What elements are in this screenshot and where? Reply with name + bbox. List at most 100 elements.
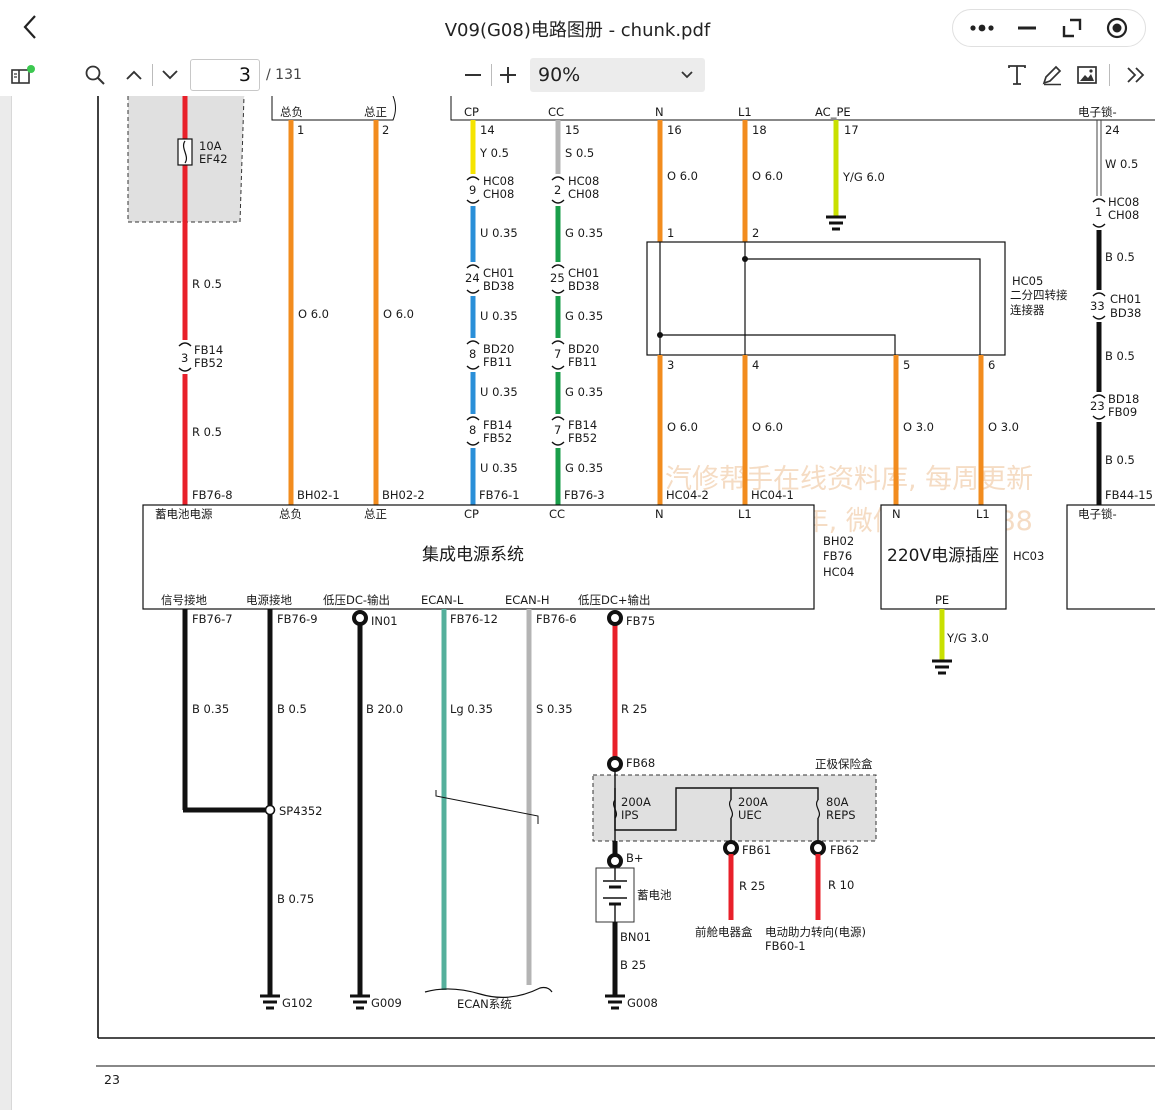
pin-number: 6	[988, 358, 995, 372]
connector-ref: BN01	[620, 930, 651, 944]
sidebar-toggle-button[interactable]	[6, 60, 38, 90]
chevron-down-icon	[681, 71, 693, 79]
pin-number: 3	[667, 358, 674, 372]
pin-number: 8	[469, 423, 476, 437]
minimize-button[interactable]	[1012, 13, 1042, 43]
connector-id: BH02	[823, 534, 854, 548]
ground-symbol	[260, 994, 280, 1010]
connector-id: FB14	[194, 343, 223, 357]
ground-id: G008	[627, 996, 658, 1010]
connector-id: BD38	[1110, 306, 1141, 320]
connector-ref: FB76-7	[192, 612, 233, 626]
pin-label: L1	[738, 105, 752, 119]
connector-id: HC08	[568, 174, 599, 188]
image-tool-icon	[1077, 66, 1097, 84]
connector-id: HC03	[1013, 549, 1044, 563]
double-chevron-right-icon	[1127, 67, 1145, 83]
zoom-value: 90%	[538, 64, 581, 86]
connector-ref: BH02-2	[382, 488, 425, 502]
wire-label: Y 0.5	[479, 146, 509, 160]
wire-label: O 6.0	[752, 169, 783, 183]
connector-id: CH01	[568, 266, 599, 280]
pin-label: 低压DC-输出	[323, 593, 390, 607]
ground-symbol	[932, 659, 952, 675]
chevron-left-icon	[23, 15, 36, 39]
pen-tool-button[interactable]	[1038, 60, 1066, 90]
splice-point	[264, 804, 276, 816]
splice-id: SP4352	[279, 804, 323, 818]
pin-number: 4	[752, 358, 759, 372]
ground-symbol	[826, 215, 846, 231]
connector-ref: FB75	[626, 614, 655, 628]
connector-id: HC04	[823, 565, 854, 579]
page-number: 23	[104, 1072, 120, 1087]
wire-label: G 0.35	[565, 385, 603, 399]
title-bar: V09(G08)电路图册 - chunk.pdf	[0, 0, 1155, 55]
previous-page-button[interactable]	[120, 60, 148, 90]
pin-label: AC_PE	[815, 105, 851, 119]
wire-label: U 0.35	[480, 385, 518, 399]
page-number-input[interactable]	[190, 59, 260, 91]
connector-id: FB76	[823, 549, 852, 563]
connector-ref: HC04-1	[751, 488, 794, 502]
more-button[interactable]	[967, 13, 997, 43]
wire-label: Lg 0.35	[450, 702, 493, 716]
chevron-down-icon	[162, 70, 178, 80]
more-tools-button[interactable]	[1122, 60, 1150, 90]
zoom-in-button[interactable]	[494, 60, 522, 90]
connector-bracket	[271, 96, 396, 121]
connector-id: FB52	[483, 431, 512, 445]
ground-symbol	[605, 994, 625, 1010]
search-button[interactable]	[80, 60, 110, 90]
zoom-select[interactable]: 90%	[530, 58, 705, 92]
fuse-id: UEC	[738, 808, 762, 822]
pin-label: N	[655, 105, 664, 119]
connector-id: CH01	[1110, 292, 1141, 306]
fuse-element	[612, 799, 618, 819]
target-label: 电动助力转向(电源)	[765, 925, 866, 939]
circuit-diagram: 23 汽修帮手在线资料库, 每周更新 会员仅168/年, 微信qxbs1888 …	[96, 96, 1155, 1087]
pin-number: 18	[752, 123, 767, 137]
hc05-connector	[646, 241, 1006, 356]
fuse-id: REPS	[826, 808, 856, 822]
next-page-button[interactable]	[156, 60, 184, 90]
wire-label: O 6.0	[667, 169, 698, 183]
wire-label: W 0.5	[1105, 157, 1138, 171]
pin-label: 低压DC+输出	[578, 593, 651, 607]
zoom-out-button[interactable]	[459, 60, 487, 90]
pin-number: 7	[554, 347, 561, 361]
pin-label: 总正	[364, 507, 387, 521]
back-button[interactable]	[14, 10, 46, 44]
status-dot	[27, 65, 35, 73]
connector-id: BD18	[1108, 392, 1139, 406]
terminal	[352, 610, 368, 626]
wire-label: B 0.5	[1105, 349, 1135, 363]
connector-id: BD20	[483, 342, 514, 356]
restore-button[interactable]	[1057, 13, 1087, 43]
text-tool-button[interactable]	[1003, 60, 1031, 90]
connector-id: HC05	[1012, 274, 1043, 288]
lock-module	[1066, 504, 1155, 610]
wire-label: B 0.5	[277, 702, 307, 716]
wire-label: Y/G 3.0	[946, 631, 989, 645]
wire-label: O 6.0	[298, 307, 329, 321]
watermark-text: 汽修帮手在线资料库, 每周更新	[665, 464, 1033, 495]
wire-label: O 6.0	[383, 307, 414, 321]
pin-number: 1	[297, 123, 304, 137]
pin-number: 33	[1090, 299, 1105, 313]
pin-number: 24	[465, 271, 480, 285]
record-button[interactable]	[1102, 13, 1132, 43]
terminal	[810, 840, 826, 856]
connector-symbol	[466, 176, 480, 446]
wire-label: G 0.35	[565, 226, 603, 240]
connector-ref: FB62	[830, 843, 859, 857]
image-tool-button[interactable]	[1073, 60, 1101, 90]
connector-id: FB52	[194, 356, 223, 370]
fuse-element	[182, 140, 188, 164]
fuse-element	[815, 799, 821, 819]
pin-label: 总负	[280, 105, 303, 119]
plus-icon	[500, 67, 516, 83]
connector-ref: FB68	[626, 756, 655, 770]
document-viewer[interactable]: 23 汽修帮手在线资料库, 每周更新 会员仅168/年, 微信qxbs1888 …	[12, 96, 1155, 1110]
pin-number: 2	[382, 123, 389, 137]
